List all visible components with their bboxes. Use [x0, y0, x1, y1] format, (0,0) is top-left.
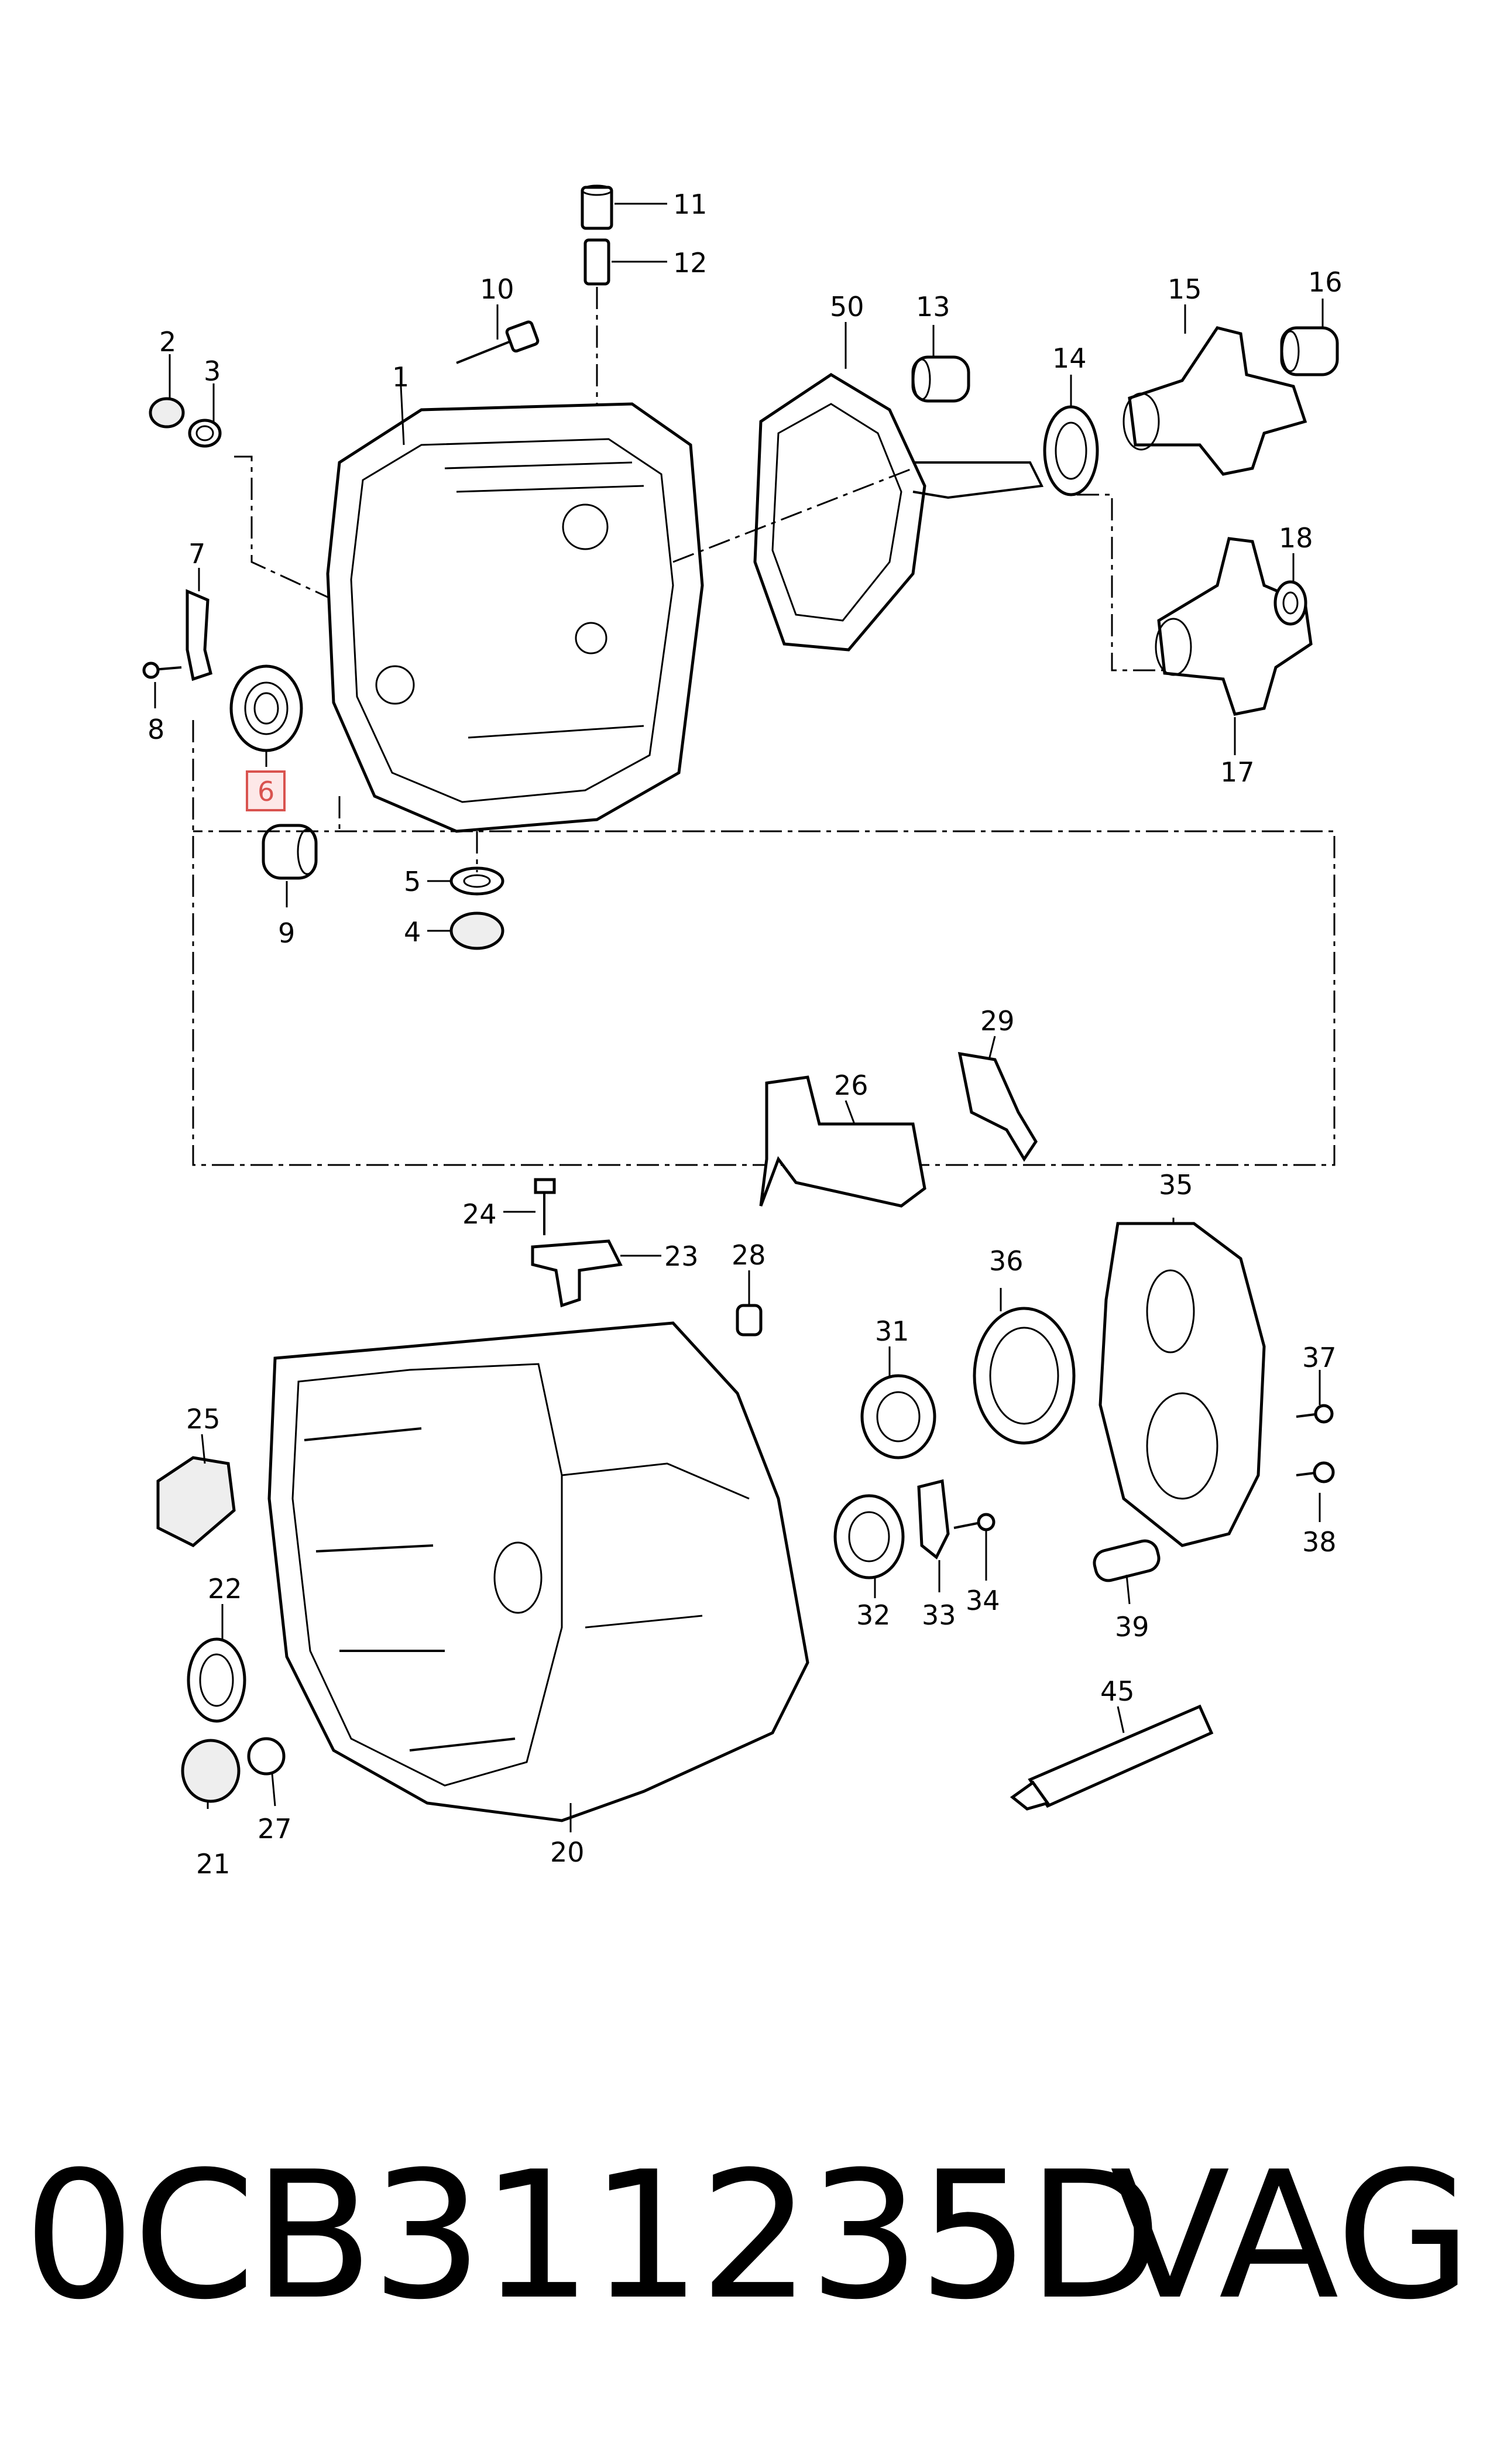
shift-housing-cover — [753, 373, 1044, 652]
callout-26: 26 — [834, 1070, 869, 1101]
seal-ring-part-3 — [188, 419, 222, 448]
assembly-centerlines — [192, 287, 1336, 1166]
callout-38: 38 — [1302, 1526, 1337, 1558]
needle-bearing-part-13 — [911, 355, 970, 403]
callout-3: 3 — [204, 355, 221, 387]
part-footer: 0CB311235D VAG — [0, 2131, 1507, 2435]
bearing-part-31 — [860, 1374, 936, 1459]
callout-27: 27 — [258, 1813, 292, 1845]
bolt-part-34 — [953, 1513, 995, 1531]
callout-6[interactable]: 6 — [258, 776, 274, 807]
callout-37: 37 — [1302, 1342, 1337, 1373]
callout-39: 39 — [1115, 1611, 1149, 1643]
pin-part-28 — [736, 1304, 763, 1336]
callout-9: 9 — [278, 917, 295, 949]
housing-cover-part-35 — [1099, 1222, 1266, 1547]
drive-flange-part-15 — [1122, 326, 1307, 476]
callout-24: 24 — [462, 1198, 497, 1230]
sensor-part-23 — [531, 1239, 623, 1308]
callout-22: 22 — [208, 1573, 242, 1605]
screw-part-38 — [1296, 1461, 1335, 1483]
callout-50: 50 — [830, 291, 864, 323]
exploded-parts-diagram: 1 2 3 4 5 6 7 8 9 10 11 12 13 14 15 16 1… — [142, 184, 1343, 1880]
callout-13: 13 — [916, 291, 950, 323]
cover-cap-part-25 — [156, 1456, 236, 1547]
bracket-part-26 — [759, 1075, 926, 1208]
callout-20: 20 — [550, 1836, 585, 1868]
callout-labels: 1 2 3 4 5 6 7 8 9 10 11 12 13 14 15 16 1… — [147, 189, 1343, 1880]
sleeve-part-12 — [583, 238, 610, 286]
callout-33: 33 — [922, 1599, 956, 1631]
leader-lines — [154, 203, 1324, 1832]
callout-1: 1 — [392, 361, 409, 393]
callout-17: 17 — [1220, 756, 1255, 788]
bell-housing-part-20 — [267, 1321, 809, 1822]
brand-name: VAG — [1110, 2134, 1472, 2338]
bracket-part-29 — [957, 1051, 1038, 1162]
callout-16: 16 — [1308, 266, 1343, 298]
callout-10: 10 — [480, 273, 514, 305]
callout-31: 31 — [875, 1315, 909, 1347]
callout-11: 11 — [673, 189, 708, 220]
callout-21: 21 — [196, 1848, 231, 1880]
callout-35: 35 — [1159, 1169, 1193, 1201]
lever-part-7 — [186, 589, 212, 681]
part-number: 0CB311235D — [23, 2134, 1162, 2338]
washer-part-4 — [449, 911, 504, 950]
bolt-part-8 — [142, 662, 182, 679]
callout-36: 36 — [989, 1245, 1024, 1277]
callout-4: 4 — [404, 916, 421, 948]
callout-28: 28 — [732, 1239, 766, 1271]
callout-34: 34 — [966, 1585, 1000, 1616]
drive-flange-part-17 — [1155, 537, 1313, 716]
bolt-part-24 — [534, 1178, 556, 1235]
bearing-part-32 — [833, 1494, 905, 1579]
bushing-part-16 — [1280, 326, 1339, 376]
callout-15: 15 — [1168, 273, 1202, 305]
screw-part-37 — [1296, 1404, 1334, 1424]
callout-5: 5 — [404, 866, 421, 897]
roller-bearing-part-36 — [973, 1307, 1076, 1445]
bolt-part-10 — [456, 320, 540, 364]
callout-14: 14 — [1052, 342, 1087, 374]
callout-18: 18 — [1279, 522, 1313, 554]
oil-seal-part-14 — [1043, 405, 1099, 496]
gearbox-housing-upper — [326, 402, 704, 833]
seal-bearing-part-6 — [229, 664, 303, 752]
needle-bearing-part-9 — [262, 824, 318, 880]
callout-6-highlight-box — [246, 770, 286, 811]
callout-12: 12 — [673, 247, 708, 279]
callout-2: 2 — [159, 326, 176, 358]
callout-29: 29 — [980, 1005, 1015, 1037]
plug-bolt-part-27 — [247, 1737, 286, 1776]
callout-8: 8 — [147, 714, 164, 745]
plug-part-2 — [149, 397, 185, 429]
seal-ring-part-18 — [1273, 580, 1307, 626]
callout-32: 32 — [856, 1599, 891, 1631]
callout-45: 45 — [1100, 1675, 1135, 1707]
callout-7: 7 — [188, 538, 205, 570]
sleeve-part-39 — [1093, 1539, 1161, 1582]
clip-part-33 — [917, 1479, 950, 1560]
callout-25: 25 — [186, 1403, 221, 1435]
callout-23: 23 — [664, 1240, 699, 1272]
sealant-tube-part-45 — [1010, 1704, 1214, 1811]
oil-seal-part-22 — [187, 1637, 246, 1723]
bushing-part-11 — [581, 184, 613, 230]
washer-part-5 — [449, 866, 504, 896]
plug-part-21 — [181, 1739, 241, 1803]
